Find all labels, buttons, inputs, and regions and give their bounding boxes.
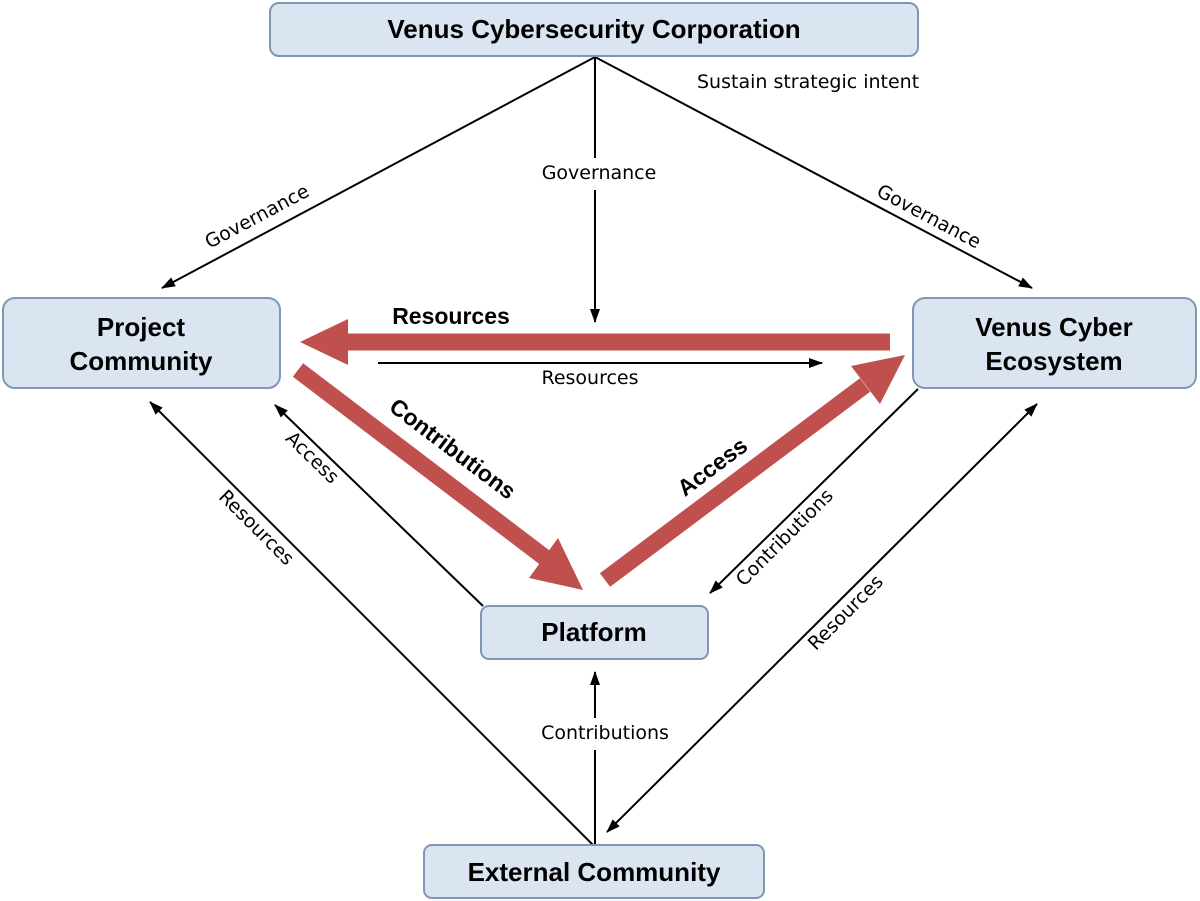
arrow-access-left: [274, 404, 484, 607]
label-resources-bold: Resources: [392, 303, 510, 329]
arrow-governance-right: [594, 56, 1033, 289]
node-ecosystem: Venus Cyber Ecosystem: [912, 297, 1197, 389]
node-corporation-label: Venus Cybersecurity Corporation: [387, 14, 800, 44]
label-resources-left: Resources: [214, 486, 298, 570]
arrow-resources-right-b: [606, 619, 821, 833]
label-governance-right: Governance: [873, 180, 985, 253]
label-access-left: Access: [281, 427, 343, 488]
label-resources-right: Resources: [804, 571, 888, 655]
label-contributions-right: Contributions: [732, 485, 838, 591]
label-governance-center: Governance: [542, 162, 657, 184]
arrow-resources-left: [149, 401, 594, 846]
node-project-community-label-1: Project: [97, 312, 185, 342]
label-sustain-strategic-intent: Sustain strategic intent: [697, 71, 919, 93]
node-platform-label: Platform: [541, 617, 646, 647]
arrow-resources-right-a: [819, 403, 1038, 621]
node-external-community: External Community: [423, 844, 765, 899]
label-contributions-bottom: Contributions: [541, 722, 669, 744]
thick-arrow-access: [599, 355, 905, 587]
node-project-community-label-2: Community: [70, 346, 214, 376]
label-resources-center: Resources: [541, 367, 638, 389]
arrow-contributions-right: [709, 388, 919, 594]
thick-arrow-contributions: [292, 363, 583, 590]
node-platform: Platform: [480, 605, 709, 660]
arrow-governance-left: [161, 56, 596, 289]
node-ecosystem-label-2: Ecosystem: [985, 346, 1122, 376]
thick-arrow-resources: [300, 319, 890, 365]
node-ecosystem-label-1: Venus Cyber: [975, 312, 1133, 342]
node-project-community: Project Community: [2, 297, 281, 389]
node-external-community-label: External Community: [468, 857, 721, 887]
node-corporation: Venus Cybersecurity Corporation: [269, 2, 919, 57]
